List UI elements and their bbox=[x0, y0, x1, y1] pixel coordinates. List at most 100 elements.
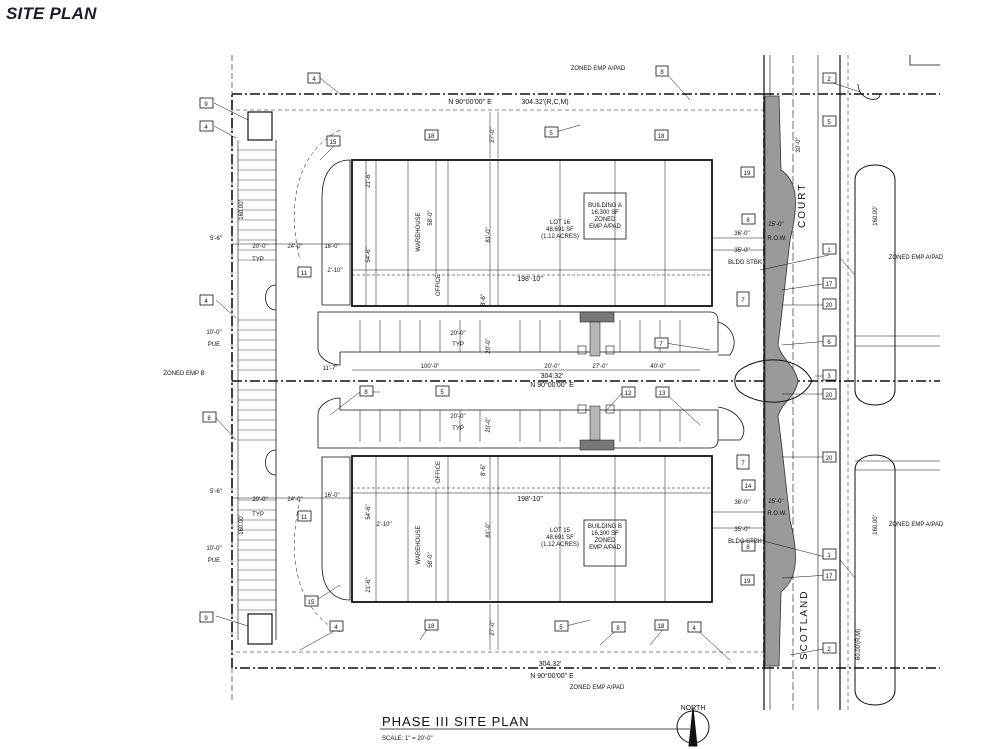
distance-bottom: 304.32' bbox=[539, 661, 562, 668]
building-a-office: OFFICE bbox=[436, 274, 442, 296]
distance-top: 304.32'(R,C,M) bbox=[521, 99, 568, 106]
bearing-bottom: N 90°00'00" E bbox=[530, 672, 574, 680]
row-width-label: 60.00'(R,M) bbox=[856, 629, 862, 660]
building-b-outline bbox=[351, 455, 713, 603]
row-label-b: R.O.W. bbox=[767, 511, 787, 517]
keynote-8f: 8 bbox=[746, 545, 750, 551]
dumpster-enclosure-top bbox=[247, 111, 273, 141]
dim-left-b-walk: 16'-0" bbox=[324, 493, 339, 499]
dim-aisle-north: 20'-0" bbox=[486, 338, 492, 353]
keynote-8a: 8 bbox=[660, 70, 664, 76]
keynote-2a: 2 bbox=[827, 77, 831, 83]
dim-left-a-offset: 5'-6" bbox=[210, 236, 222, 242]
dim-b-offset: 2'-10" bbox=[376, 522, 391, 528]
dim-left-a-aisle: 20'-0" bbox=[252, 244, 267, 250]
keynote-3: 3 bbox=[827, 374, 831, 380]
keynote-4c: 4 bbox=[204, 299, 208, 305]
building-a-acres: (1.12 ACRES) bbox=[541, 234, 579, 240]
typ-left-a: TYP bbox=[252, 257, 264, 263]
keynote-4a: 4 bbox=[312, 77, 316, 83]
building-b-warehouse: WAREHOUSE bbox=[416, 525, 422, 564]
pue-label-b: PUE bbox=[208, 558, 220, 564]
median-island-bottom bbox=[854, 454, 896, 706]
bldg-stbk-b: BLDG STBK bbox=[728, 539, 762, 545]
keynote-9b: 9 bbox=[204, 616, 208, 622]
keynote-1a: 1 bbox=[827, 248, 831, 254]
keynote-17b: 17 bbox=[826, 574, 833, 580]
dim-a-right: 36'-0" bbox=[734, 231, 749, 237]
keynote-18c: 18 bbox=[428, 624, 435, 630]
keynote-19b: 19 bbox=[744, 579, 751, 585]
zoning-left: ZONED EMP B bbox=[163, 371, 204, 377]
keynote-4e: 4 bbox=[692, 626, 696, 632]
keynote-20c: 20 bbox=[826, 456, 833, 462]
zoning-right-top: ZONED EMP A/PAD bbox=[889, 255, 944, 261]
building-a-name: BUILDING A bbox=[588, 203, 622, 209]
zoning-bottom: ZONED EMP A/PAD bbox=[570, 685, 625, 691]
building-b-office: OFFICE bbox=[436, 461, 442, 483]
keynote-5b: 5 bbox=[559, 625, 563, 631]
dim-b-depth: 58'-0" bbox=[428, 552, 434, 567]
building-b-acres: (1.12 ACRES) bbox=[541, 542, 579, 548]
keynote-2b: 2 bbox=[827, 647, 831, 653]
dim-left-pue-a: 10'-0" bbox=[206, 330, 221, 336]
building-a-lot: LOT 16 bbox=[550, 220, 571, 226]
dim-cul-de-sac: 30'-0" bbox=[796, 137, 802, 152]
typ-stall-south: TYP bbox=[452, 426, 464, 432]
keynote-18b: 18 bbox=[658, 134, 665, 140]
keynote-11a: 11 bbox=[301, 271, 308, 277]
bearing-top: N 90°00'00" E bbox=[448, 98, 492, 106]
building-a-sf: 16,300 SF bbox=[591, 210, 619, 216]
building-b-label-box bbox=[583, 519, 627, 567]
keynote-6: 6 bbox=[827, 340, 831, 346]
keynote-7a: 7 bbox=[659, 342, 663, 348]
dim-gap-south: 8'-6" bbox=[481, 464, 487, 476]
dim-stall-south: 20'-0" bbox=[450, 414, 465, 420]
median-island-top bbox=[854, 164, 896, 406]
building-a-area: 48,691 SF bbox=[546, 227, 574, 233]
keynote-11b: 11 bbox=[301, 515, 308, 521]
street-name-scotland: SCOTLAND bbox=[799, 590, 810, 660]
dim-a-offset: 2'-10" bbox=[327, 268, 342, 274]
bldg-stbk-a: BLDG STBK bbox=[728, 260, 762, 266]
keynote-9a: 9 bbox=[204, 102, 208, 108]
keynote-4d: 4 bbox=[334, 625, 338, 631]
keynote-5d: 5 bbox=[827, 120, 831, 126]
plan-scale: SCALE: 1" = 20'-0" bbox=[382, 736, 433, 742]
building-b-zone-code: EMP A/PAD bbox=[589, 545, 621, 551]
dim-left-b-offset: 5'-6" bbox=[210, 489, 222, 495]
dim-right-bottom-depth: 160.00' bbox=[873, 515, 879, 535]
dim-b-office: 54'-6" bbox=[366, 504, 372, 519]
keynote-20a: 20 bbox=[826, 303, 833, 309]
dim-a-side: 21'-6" bbox=[366, 172, 372, 187]
dim-parking-left: 11'-7" bbox=[323, 366, 338, 372]
building-a-zone-code: EMP A/PAD bbox=[589, 224, 621, 230]
building-a-width: 198'-10" bbox=[517, 276, 543, 283]
keynote-1b: 1 bbox=[827, 553, 831, 559]
dim-left-b-aisle: 20'-0" bbox=[252, 497, 267, 503]
keynote-8d: 8 bbox=[364, 390, 368, 396]
dumpster-enclosure-bottom bbox=[247, 613, 273, 645]
building-a-label-box bbox=[583, 192, 627, 240]
building-b-lot: LOT 15 bbox=[550, 528, 571, 534]
building-a-outline bbox=[351, 159, 713, 307]
dim-left-a-drive: 24'-0" bbox=[287, 244, 302, 250]
dim-parking-end: 40'-0" bbox=[650, 364, 665, 370]
dim-left-a-depth: 160.00' bbox=[239, 200, 245, 220]
dim-stall-north: 20'-0" bbox=[450, 331, 465, 337]
keynote-7b: 7 bbox=[741, 298, 745, 304]
dim-b-side: 21'-6" bbox=[366, 577, 372, 592]
keynote-8e: 8 bbox=[746, 218, 750, 224]
dim-b-bay: 81'-0" bbox=[486, 522, 492, 537]
building-b-zoned: ZONED bbox=[595, 538, 617, 544]
dim-a-depth: 58'-0" bbox=[428, 210, 434, 225]
dim-aisle-south: 20'-0" bbox=[486, 417, 492, 432]
building-a-warehouse: WAREHOUSE bbox=[416, 212, 422, 251]
dim-a-row: 25'-0" bbox=[768, 222, 783, 228]
keynote-12: 12 bbox=[625, 391, 632, 397]
keynote-18d: 18 bbox=[658, 624, 665, 630]
dim-a-bay: 81'-0" bbox=[486, 227, 492, 242]
dim-b-front: 27'-0" bbox=[490, 620, 496, 635]
dim-parking-stall: 20'-0" bbox=[544, 364, 559, 370]
